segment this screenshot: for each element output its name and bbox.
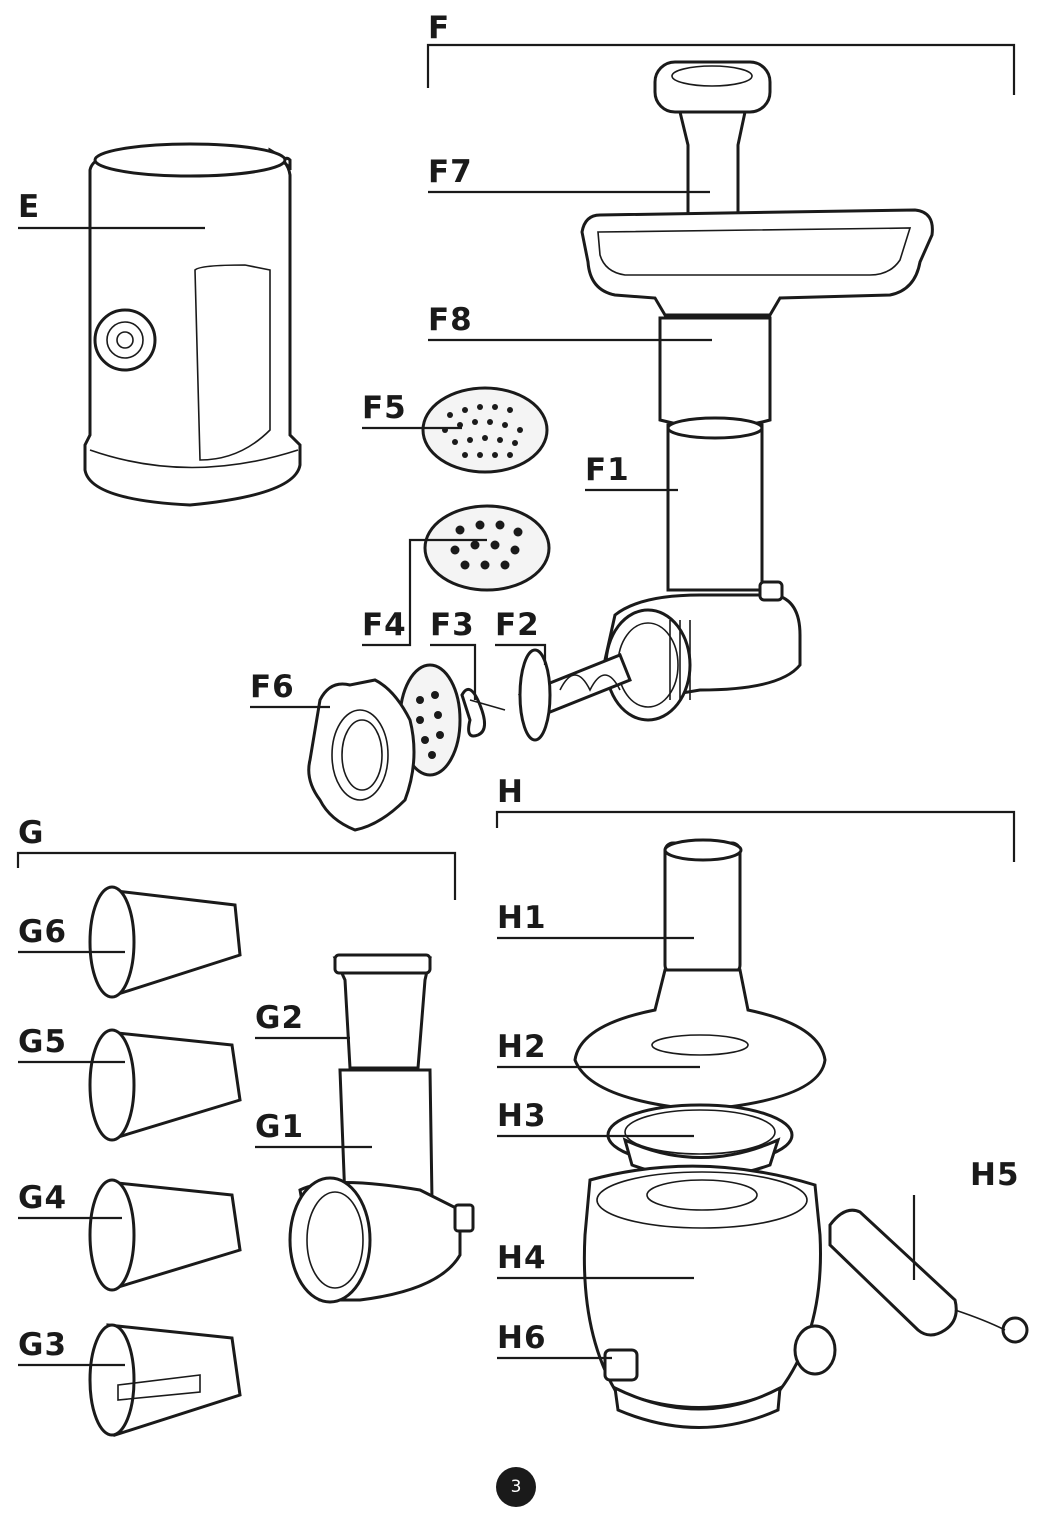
part-f8-tray <box>580 208 934 429</box>
label-f1: F1 <box>585 452 630 488</box>
label-g3: G3 <box>18 1327 68 1363</box>
part-g6-drum <box>88 885 242 999</box>
part-g5-drum <box>88 1028 242 1142</box>
label-g2: G2 <box>255 1000 305 1036</box>
label-f5: F5 <box>362 390 407 426</box>
label-f4: F4 <box>362 607 407 643</box>
label-g: G <box>18 815 45 851</box>
part-g1-housing <box>288 1068 475 1304</box>
part-g2-pusher <box>332 953 432 1070</box>
leader-lines <box>18 190 916 1367</box>
label-h5: H5 <box>970 1157 1020 1193</box>
part-f2-worm <box>518 648 632 742</box>
label-h1: H1 <box>497 900 547 936</box>
part-f5-fine-plate <box>421 386 549 474</box>
page-number-badge: 3 <box>496 1467 536 1507</box>
part-f1-body <box>603 416 802 722</box>
label-g4: G4 <box>18 1180 68 1216</box>
part-f6-ring <box>307 678 416 832</box>
part-h5-spout <box>828 1208 1029 1344</box>
part-g4-drum <box>88 1178 242 1292</box>
label-f3: F3 <box>430 607 475 643</box>
label-e: E <box>18 189 41 225</box>
part-h2-lid <box>573 968 827 1112</box>
part-medium-plate <box>423 504 551 592</box>
group-f-bracket <box>426 43 1016 95</box>
label-f6: F6 <box>250 669 295 705</box>
label-h2: H2 <box>497 1029 547 1065</box>
group-g-bracket <box>16 851 457 900</box>
label-f: F <box>428 10 451 46</box>
label-h4: H4 <box>497 1240 547 1276</box>
label-g6: G6 <box>18 914 68 950</box>
part-e-housing <box>83 142 302 507</box>
label-f8: F8 <box>428 302 473 338</box>
label-g1: G1 <box>255 1109 305 1145</box>
part-h1-pusher <box>663 838 743 975</box>
part-h4-base <box>582 1164 837 1429</box>
group-h-bracket <box>495 810 1016 862</box>
label-g5: G5 <box>18 1024 68 1060</box>
label-f7: F7 <box>428 154 473 190</box>
part-g3-drum <box>88 1323 242 1438</box>
label-f2: F2 <box>495 607 540 643</box>
label-h6: H6 <box>497 1320 547 1356</box>
label-h: H <box>497 774 524 810</box>
part-f3-blade <box>460 687 506 738</box>
label-h3: H3 <box>497 1098 547 1134</box>
